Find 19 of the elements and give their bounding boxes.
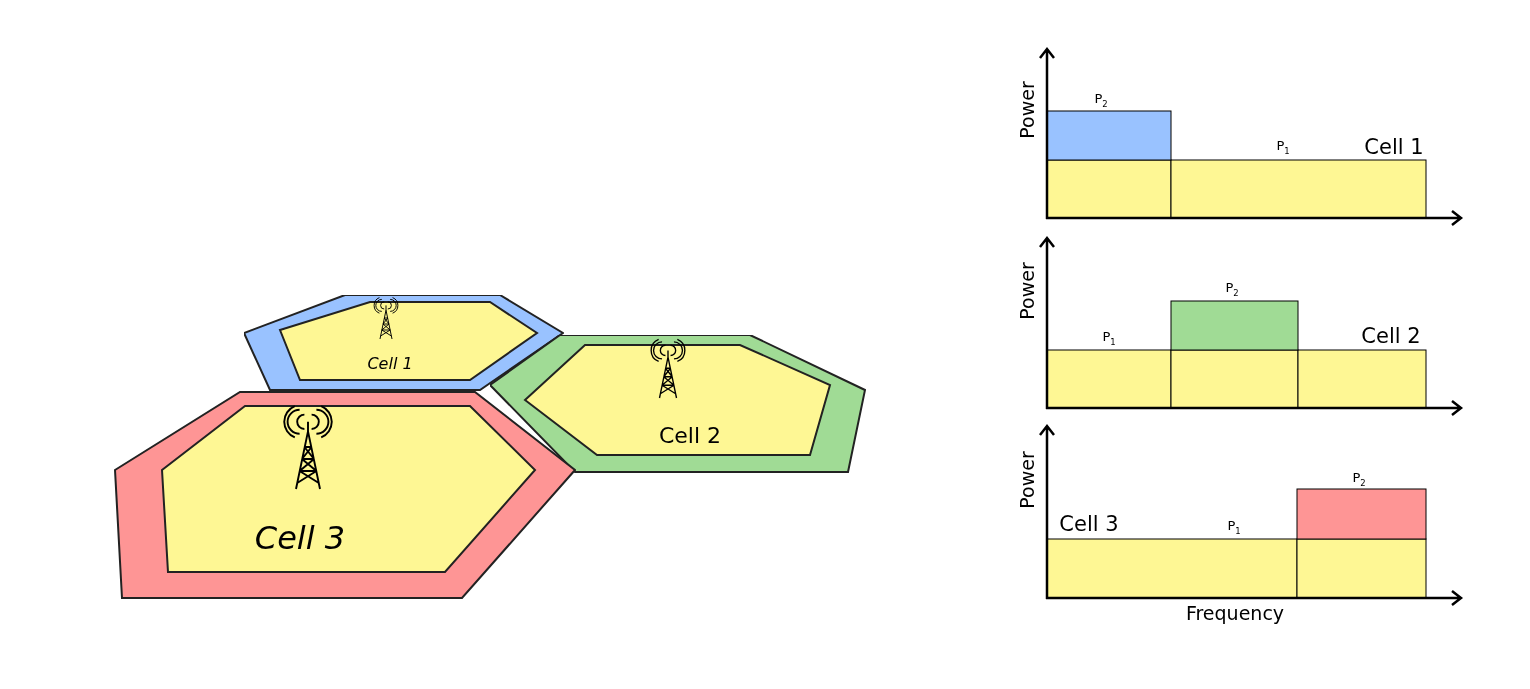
chart-cell-label: Cell 1 xyxy=(1364,136,1424,158)
cell-label: Cell 1 xyxy=(367,356,413,372)
hexagon-cell xyxy=(490,335,866,473)
hexagon-cell xyxy=(114,391,576,599)
cell-label: Cell 3 xyxy=(254,522,346,554)
chart-cell-label: Cell 2 xyxy=(1361,325,1421,347)
cell-label: Cell 2 xyxy=(658,425,722,447)
chart-cell-label: Cell 3 xyxy=(1059,513,1119,535)
axis-title: Power xyxy=(1017,451,1037,509)
axis-title: Frequency xyxy=(1185,603,1285,623)
power-level-label: P$_{2}$ xyxy=(1352,471,1366,487)
power-level-label: P$_{1}$ xyxy=(1227,519,1241,535)
axis-title: Power xyxy=(1017,81,1037,139)
power-level-label: P$_{1}$ xyxy=(1102,330,1116,346)
power-level-label: P$_{2}$ xyxy=(1094,92,1108,108)
power-level-label: P$_{2}$ xyxy=(1225,281,1239,297)
axis-title: Power xyxy=(1017,262,1037,320)
hexagon-cell xyxy=(244,295,564,391)
power-level-label: P$_{1}$ xyxy=(1276,139,1290,155)
